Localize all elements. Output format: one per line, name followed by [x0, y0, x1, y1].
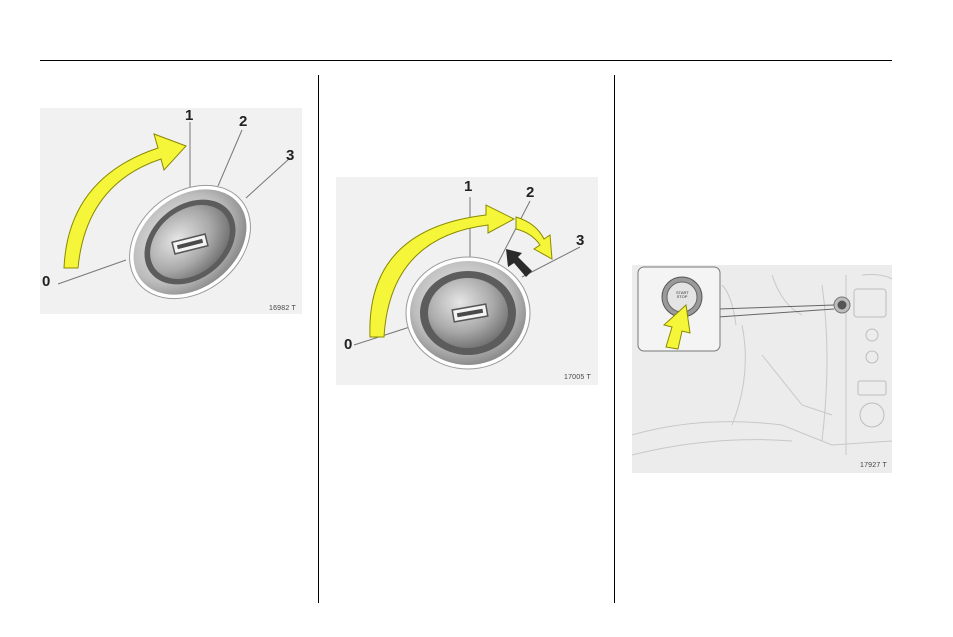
figure-code: 17927 T	[860, 462, 887, 469]
button-text-stop: STOP	[676, 295, 688, 299]
column-divider-right	[614, 75, 615, 603]
column-divider-left	[318, 75, 319, 603]
dashboard-illustration	[632, 265, 892, 473]
position-label-1: 1	[464, 179, 472, 194]
position-label-0: 0	[42, 274, 50, 289]
position-label-2: 2	[526, 185, 534, 200]
start-stop-button-text: START STOP	[676, 291, 688, 299]
position-label-2: 2	[239, 114, 247, 129]
ignition-lock-illustration	[40, 108, 302, 314]
ignition-start-illustration	[336, 177, 598, 385]
figure-code: 17005 T	[564, 374, 591, 381]
header-rule	[40, 60, 892, 61]
figure-start-stop-button: START STOP 17927 T	[632, 265, 892, 473]
figure-code: 16982 T	[269, 305, 296, 312]
position-label-3: 3	[576, 233, 584, 248]
figure-ignition-start: 0 1 2 3 17005 T	[336, 177, 598, 385]
position-label-0: 0	[344, 337, 352, 352]
position-label-3: 3	[286, 148, 294, 163]
position-label-1: 1	[185, 108, 193, 123]
figure-ignition-positions: 0 1 2 3 16982 T	[40, 108, 302, 314]
